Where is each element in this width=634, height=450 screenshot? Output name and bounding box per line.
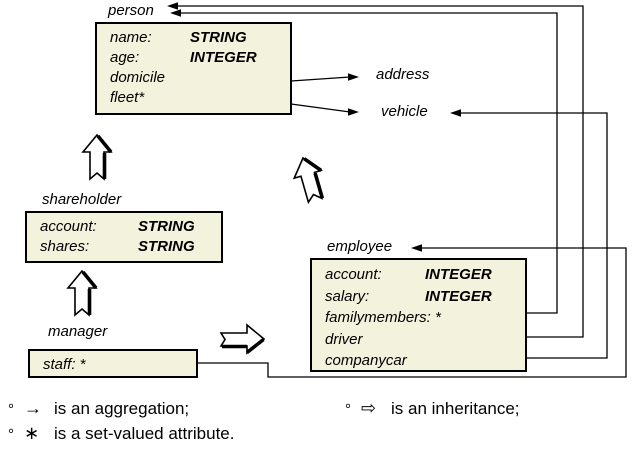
- attribute-type: INTEGER: [425, 287, 492, 305]
- person-box: name: STRING age: INTEGER domicile fleet*: [95, 22, 292, 115]
- aggregation-arrow-icon: →: [24, 398, 42, 418]
- attribute-name: staff: *: [43, 356, 86, 373]
- attribute-type: STRING: [138, 238, 195, 255]
- attribute-type: INTEGER: [425, 266, 492, 283]
- attribute-row: account: STRING: [27, 217, 221, 237]
- attribute-row: familymembers: *: [312, 307, 525, 329]
- attribute-name: account:: [40, 218, 97, 235]
- attribute-row: salary: INTEGER: [312, 286, 525, 308]
- person-label: person: [108, 2, 154, 19]
- attribute-name: account:: [325, 266, 382, 283]
- attribute-row: staff: *: [30, 355, 196, 375]
- attribute-name: companycar: [325, 352, 407, 370]
- attribute-type: STRING: [190, 29, 247, 46]
- attribute-row: domicile: [97, 68, 290, 88]
- attribute-name: salary:: [325, 287, 370, 305]
- legend-bullet: °: [8, 401, 14, 418]
- shareholder-label: shareholder: [42, 191, 122, 208]
- address-label: address: [376, 66, 430, 83]
- legend-bullet: °: [8, 426, 14, 443]
- attribute-row: name: STRING: [97, 28, 290, 48]
- inheritance-arrow-manager-shareholder: [66, 269, 98, 317]
- arrowhead-person-2: [170, 9, 181, 17]
- arrowhead-employee: [411, 244, 422, 252]
- attribute-row: companycar: [312, 350, 525, 372]
- manager-label: manager: [48, 323, 108, 340]
- attribute-row: account: INTEGER: [312, 264, 525, 286]
- legend-item-aggregation: ° → is an aggregation;: [8, 397, 189, 421]
- aggregation-line-domicile-address: [290, 76, 351, 82]
- attribute-name: name:: [110, 29, 152, 46]
- arrowhead-person-1: [167, 2, 178, 10]
- inheritance-arrow-employee-person: [292, 156, 325, 205]
- attribute-name: age:: [110, 49, 140, 66]
- shareholder-box: account: STRING shares: STRING: [25, 211, 223, 263]
- aggregation-line-companycar-vehicle: [454, 112, 608, 359]
- attribute-name: domicile: [110, 69, 166, 86]
- attribute-row: fleet*: [97, 88, 290, 108]
- aggregation-line-staff-employee: [198, 247, 627, 378]
- attribute-row: age: INTEGER: [97, 48, 290, 68]
- aggregation-line-fleet-vehicle: [290, 103, 351, 113]
- inheritance-arrow-shareholder-person: [81, 133, 113, 181]
- attribute-name: driver: [325, 330, 363, 348]
- legend-item-set-valued: ° ∗ is a set-valued attribute.: [8, 422, 234, 446]
- employee-label: employee: [327, 238, 393, 255]
- arrowhead-address: [348, 73, 359, 81]
- attribute-type: INTEGER: [190, 49, 257, 66]
- attribute-name: familymembers: *: [325, 309, 441, 327]
- inheritance-arrow-icon: ⇨: [361, 398, 377, 418]
- legend-text: is an inheritance;: [391, 399, 520, 418]
- vehicle-label: vehicle: [381, 103, 428, 120]
- attribute-name: fleet*: [110, 89, 145, 106]
- attribute-name: shares:: [40, 238, 90, 255]
- aggregation-line-familymembers-person: [174, 12, 558, 314]
- legend-text: is an aggregation;: [54, 399, 190, 418]
- attribute-row: shares: STRING: [27, 237, 221, 257]
- inheritance-arrow-manager-employee: [219, 323, 266, 355]
- legend-text: is a set-valued attribute.: [54, 424, 235, 443]
- attribute-type: STRING: [138, 218, 195, 235]
- arrowhead-vehicle-1: [348, 108, 359, 116]
- legend-item-inheritance: ° ⇨ is an inheritance;: [345, 397, 520, 421]
- legend-bullet: °: [345, 401, 351, 418]
- employee-box: account: INTEGER salary: INTEGER familymem…: [310, 258, 527, 372]
- asterisk-icon: ∗: [24, 423, 40, 443]
- aggregation-line-driver-person: [171, 5, 584, 338]
- attribute-row: driver: [312, 329, 525, 351]
- arrowhead-vehicle-2: [450, 109, 461, 117]
- manager-box: staff: *: [28, 349, 198, 378]
